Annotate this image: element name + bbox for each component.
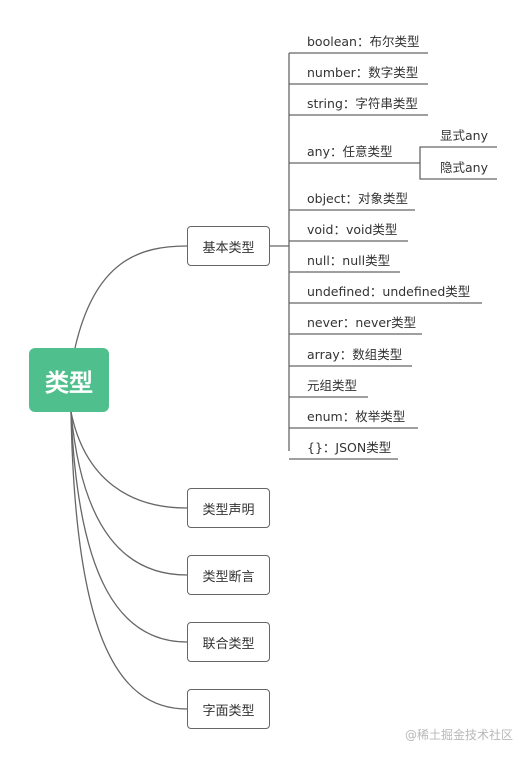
watermark: @稀土掘金技术社区 [404,728,513,742]
connector-union [70,411,188,643]
leaf-number: number：数字类型 [307,65,419,80]
branch-type-assertion: 类型断言 [187,555,270,595]
branch-union-types: 联合类型 [187,622,270,662]
connector-literal [70,411,188,710]
leaf-explicit-any: 显式any [440,128,488,143]
leaf-any: any：任意类型 [307,144,393,159]
leaf-enum: enum：枚举类型 [307,409,406,424]
leaf-array: array：数组类型 [307,347,403,362]
leaf-never: never：never类型 [307,315,417,330]
leaf-object: object：对象类型 [307,191,409,206]
leaf-tuple: 元组类型 [307,378,358,393]
connector-basic [74,245,188,349]
connector-declaration [70,411,188,509]
leaf-implicit-any: 隐式any [440,160,488,175]
leaf-string: string：字符串类型 [307,96,418,111]
leaf-null: null：null类型 [307,253,391,268]
leaf-void: void：void类型 [307,222,398,237]
leaf-boolean: boolean：布尔类型 [307,34,420,49]
leaf-undefined: undefined：undefined类型 [307,284,471,299]
branch-basic-types: 基本类型 [187,226,270,266]
root-node: 类型 [29,348,109,412]
branch-literal-types: 字面类型 [187,689,270,729]
connector-assertion [70,411,188,576]
leaf-json: {}：JSON类型 [307,440,392,455]
branch-type-declaration: 类型声明 [187,488,270,528]
